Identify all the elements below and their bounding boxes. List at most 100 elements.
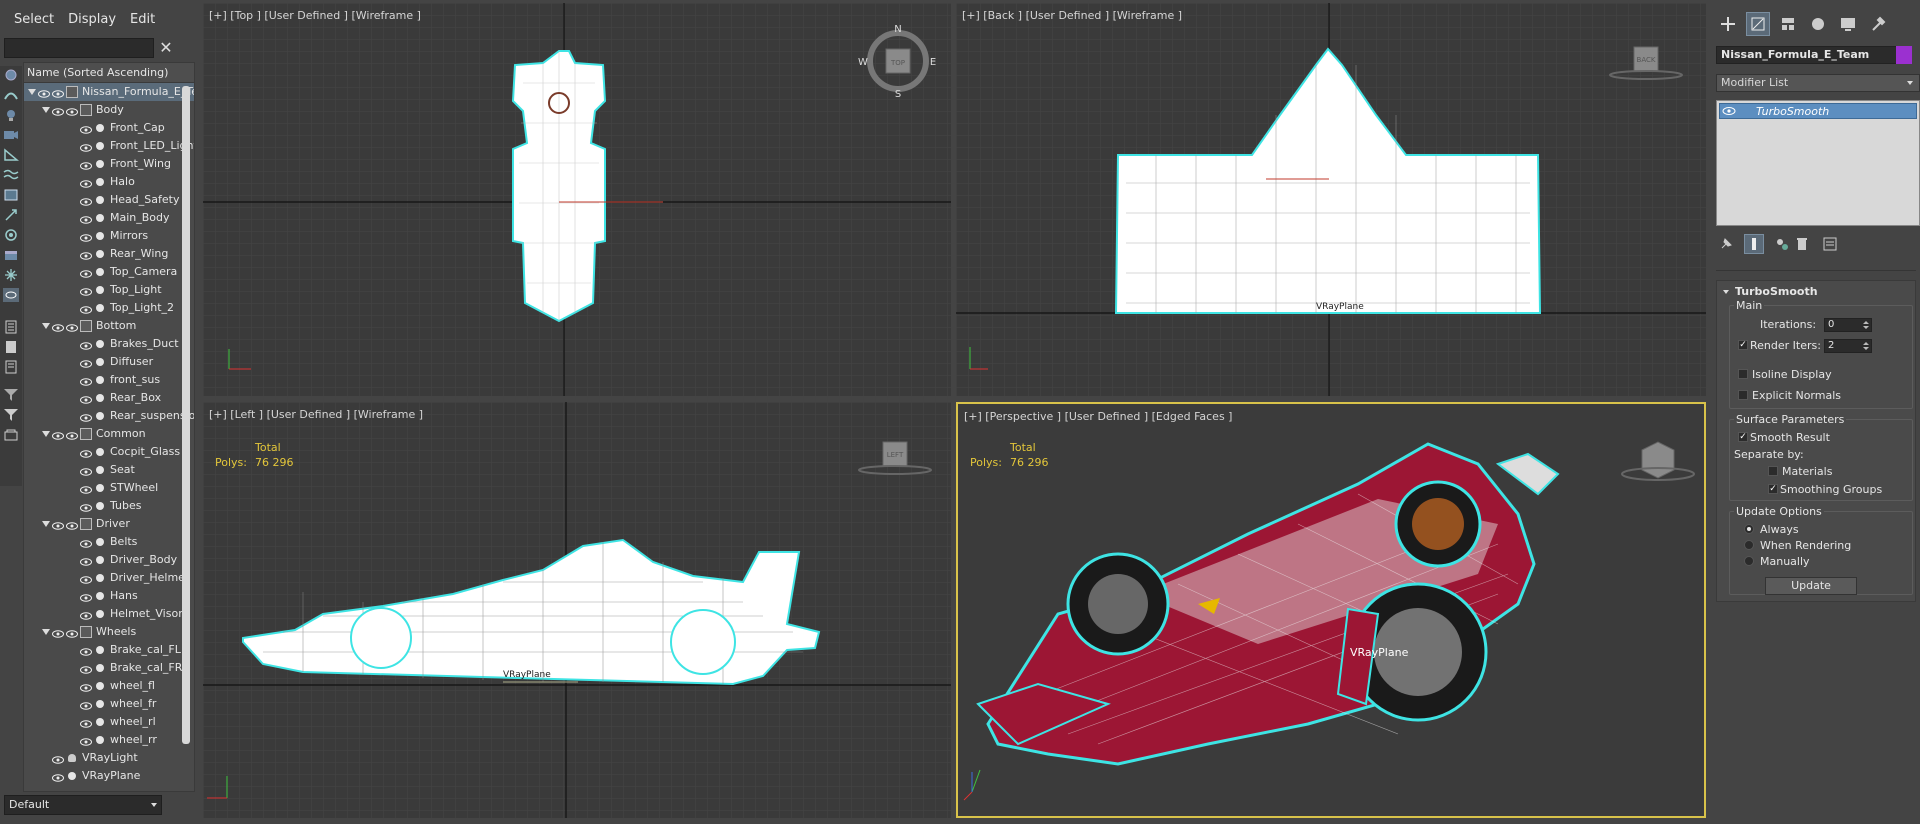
tree-row[interactable]: Driver_Helmet — [24, 569, 194, 587]
motion-tab-icon[interactable] — [1806, 12, 1830, 36]
update-button[interactable]: Update — [1765, 577, 1857, 595]
tree-row[interactable]: Bottom — [24, 317, 194, 335]
tree-row[interactable]: Hans — [24, 587, 194, 605]
tree-row[interactable]: Helmet_Visor — [24, 605, 194, 623]
tree-row[interactable]: Top_Light — [24, 281, 194, 299]
visibility-eye-icon[interactable] — [52, 105, 64, 116]
visibility-eye-icon[interactable] — [80, 123, 92, 134]
tree-row[interactable]: Cocpit_Glass — [24, 443, 194, 461]
visibility-eye-icon[interactable] — [80, 483, 92, 494]
stack-item-turbosmooth[interactable]: TurboSmooth — [1719, 103, 1917, 119]
rollout-title[interactable]: TurboSmooth — [1723, 285, 1818, 298]
visibility-eye-icon[interactable] — [80, 267, 92, 278]
visibility-eye-icon[interactable] — [80, 339, 92, 350]
tree-row[interactable]: Front_LED_Lights — [24, 137, 194, 155]
visibility-eye-icon[interactable] — [80, 411, 92, 422]
tree-row[interactable]: Head_Safety — [24, 191, 194, 209]
expand-toggle-icon[interactable] — [42, 521, 50, 527]
render-eye-icon[interactable] — [52, 87, 64, 98]
viewport-back[interactable]: VRayPlane [+] [Back ] [User Defined ] [W… — [956, 3, 1706, 396]
tree-row[interactable]: Driver — [24, 515, 194, 533]
viewport-top[interactable]: [+] [Top ] [User Defined ] [Wireframe ] … — [203, 3, 951, 396]
tree-row[interactable]: Halo — [24, 173, 194, 191]
tree-column-header[interactable]: Name (Sorted Ascending) — [24, 63, 194, 83]
layer-dropdown[interactable]: Default — [4, 795, 162, 815]
columns-icon[interactable] — [3, 360, 19, 374]
visibility-eye-icon[interactable] — [80, 681, 92, 692]
configure-modifier-sets-icon[interactable] — [1820, 234, 1840, 254]
display-cameras-icon[interactable] — [3, 128, 19, 142]
visibility-eye-icon[interactable] — [80, 663, 92, 674]
display-containers-icon[interactable] — [3, 248, 19, 262]
tree-row[interactable]: Belts — [24, 533, 194, 551]
tree-row[interactable]: Rear_suspension — [24, 407, 194, 425]
render-eye-icon[interactable] — [66, 519, 78, 530]
tree-row[interactable]: Main_Body — [24, 209, 194, 227]
display-tab-icon[interactable] — [1836, 12, 1860, 36]
tree-row[interactable]: Seat — [24, 461, 194, 479]
expand-toggle-icon[interactable] — [42, 323, 50, 329]
expand-toggle-icon[interactable] — [42, 431, 50, 437]
tree-row[interactable]: Common — [24, 425, 194, 443]
visibility-eye-icon[interactable] — [52, 627, 64, 638]
visibility-eye-icon[interactable] — [52, 429, 64, 440]
visibility-eye-icon[interactable] — [80, 303, 92, 314]
viewcube[interactable]: BACK — [1606, 43, 1686, 83]
spinner-arrows-icon[interactable] — [1863, 341, 1869, 351]
visibility-eye-icon[interactable] — [80, 501, 92, 512]
tree-row[interactable]: Brakes_Duct — [24, 335, 194, 353]
visibility-eye-icon[interactable] — [80, 573, 92, 584]
tree-row[interactable]: Body — [24, 101, 194, 119]
visibility-eye-icon[interactable] — [80, 249, 92, 260]
viewport-perspective[interactable]: VRayPlane [+] [Perspective ] [User Defin… — [956, 402, 1706, 818]
make-unique-icon[interactable] — [1772, 234, 1792, 254]
materials-checkbox[interactable] — [1768, 466, 1778, 476]
object-color-swatch[interactable] — [1896, 46, 1912, 64]
visibility-eye-icon[interactable] — [80, 447, 92, 458]
render-eye-icon[interactable] — [66, 321, 78, 332]
viewcube-compass[interactable]: TOP N W E S — [858, 25, 938, 97]
display-spacewarps-icon[interactable] — [3, 168, 19, 182]
show-end-result-icon[interactable] — [1744, 234, 1764, 254]
update-manually-radio[interactable] — [1744, 556, 1754, 566]
tree-row[interactable]: Front_Cap — [24, 119, 194, 137]
object-name-field[interactable]: Nissan_Formula_E_Team — [1716, 46, 1901, 64]
visibility-eye-icon[interactable] — [80, 645, 92, 656]
tree-row[interactable]: Driver_Body — [24, 551, 194, 569]
iterations-spinner[interactable]: 0 — [1824, 318, 1872, 332]
tree-row[interactable]: Rear_Wing — [24, 245, 194, 263]
visibility-eye-icon[interactable] — [80, 537, 92, 548]
smoothing-groups-checkbox[interactable]: ✓ — [1768, 484, 1778, 494]
tree-row[interactable]: Brake_cal_FR — [24, 659, 194, 677]
tree-row[interactable]: Wheels — [24, 623, 194, 641]
filter-selected-icon[interactable] — [3, 388, 19, 402]
display-shapes-icon[interactable] — [3, 88, 19, 102]
tree-row[interactable]: STWheel — [24, 479, 194, 497]
menu-edit[interactable]: Edit — [130, 12, 156, 27]
visibility-eye-icon[interactable] — [80, 393, 92, 404]
tree-row[interactable]: Brake_cal_FL — [24, 641, 194, 659]
layer-explorer-icon[interactable] — [3, 320, 19, 334]
viewcube[interactable]: LEFT — [855, 438, 935, 478]
remove-modifier-icon[interactable] — [1792, 234, 1812, 254]
tree-row[interactable]: wheel_fr — [24, 695, 194, 713]
menu-select[interactable]: Select — [14, 12, 55, 27]
update-always-radio[interactable] — [1744, 524, 1754, 534]
display-particles-icon[interactable] — [3, 268, 19, 282]
render-eye-icon[interactable] — [66, 105, 78, 116]
viewport-label-top[interactable]: [+] [Top ] [User Defined ] [Wireframe ] — [209, 9, 421, 22]
explorer-search-input[interactable] — [4, 38, 154, 58]
expand-toggle-icon[interactable] — [42, 107, 50, 113]
tree-row[interactable]: Top_Camera — [24, 263, 194, 281]
modify-tab-icon[interactable] — [1746, 12, 1770, 36]
visibility-eye-icon[interactable] — [52, 321, 64, 332]
visibility-eye-icon[interactable] — [80, 591, 92, 602]
visibility-eye-icon[interactable] — [38, 87, 50, 98]
render-eye-icon[interactable] — [66, 627, 78, 638]
update-when-rendering-radio[interactable] — [1744, 540, 1754, 550]
render-eye-icon[interactable] — [66, 429, 78, 440]
visibility-eye-icon[interactable] — [80, 699, 92, 710]
tree-row[interactable]: Rear_Box — [24, 389, 194, 407]
visibility-eye-icon[interactable] — [80, 231, 92, 242]
visibility-eye-icon[interactable] — [52, 519, 64, 530]
